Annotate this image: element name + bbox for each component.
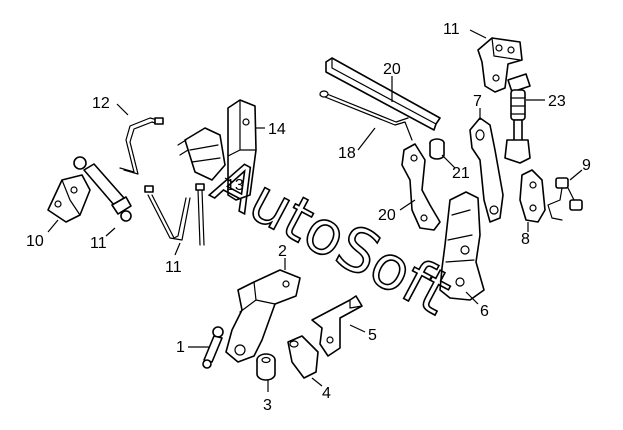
part-23-damper (504, 73, 531, 164)
part-8-plate (519, 169, 546, 223)
part-5-bent-bracket (311, 295, 363, 357)
part-3-bushing (256, 353, 276, 381)
callout-7: 7 (473, 93, 482, 110)
callout-10: 10 (26, 233, 44, 250)
callout-23: 23 (548, 93, 566, 110)
part-12-pipe (119, 117, 164, 175)
callout-18: 18 (338, 145, 356, 162)
part-6-housing (439, 191, 485, 301)
callout-11: 11 (90, 235, 107, 252)
part-11-gas-spring (73, 156, 132, 222)
callout-2: 2 (278, 243, 287, 260)
part-18-rod (319, 90, 413, 141)
part-16-block (227, 99, 257, 201)
callout-12: 12 (92, 95, 110, 112)
callout-3: 3 (263, 397, 272, 414)
callout-14: 13 (226, 177, 244, 194)
part-1-damper (202, 326, 224, 369)
callout-4: 4 (322, 385, 331, 402)
callout-5: 5 (368, 327, 377, 344)
callout-1: 1 (176, 339, 185, 356)
part-22-bracket (477, 37, 523, 93)
part-7-arm (469, 117, 504, 223)
callout-19: 20 (383, 61, 401, 78)
part-20-bracket (401, 143, 441, 231)
part-10-mount (47, 174, 91, 223)
callout-20: 20 (378, 207, 396, 224)
part-21-bushing (429, 138, 445, 160)
callout-22: 11 (443, 21, 460, 38)
part-13-hoses (144, 183, 205, 246)
callout-8: 8 (521, 231, 530, 248)
callout-9: 9 (582, 157, 591, 174)
part-14-linkage (177, 127, 226, 181)
part-2-lever (225, 269, 301, 363)
callout-6: 6 (480, 303, 489, 320)
part-4-pin (287, 335, 319, 379)
callout-13: 11 (165, 259, 182, 276)
part-9-sensor (547, 177, 583, 221)
part-19-bar (325, 57, 441, 131)
callout-21: 21 (452, 165, 470, 182)
callout-16: 14 (268, 121, 286, 138)
